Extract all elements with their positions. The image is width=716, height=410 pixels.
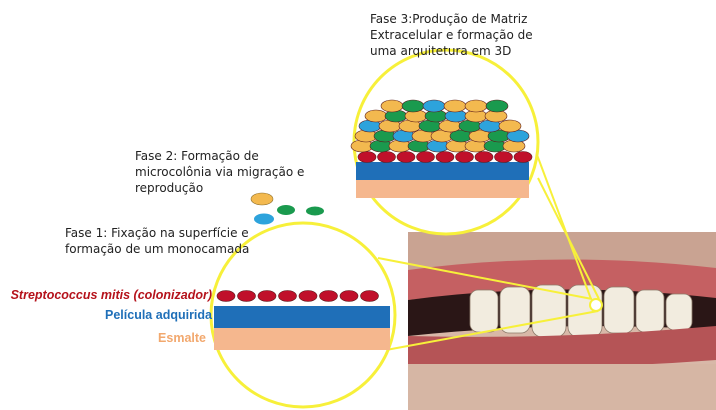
- phase2-cell-green-2: [306, 207, 324, 216]
- bacterium-cell: [340, 291, 358, 302]
- bacterium-cell: [495, 152, 513, 163]
- streptococcus-label: Streptococcus mitis (colonizador): [11, 288, 212, 302]
- matrix-cell: [444, 100, 466, 112]
- phase3-pelicula-layer: [356, 162, 529, 180]
- matrix-cell: [465, 100, 487, 112]
- phase2-label: Fase 2: Formação de microcolônia via mig…: [135, 148, 304, 196]
- matrix-cell: [381, 100, 403, 112]
- phase2-cell-blue: [254, 214, 274, 225]
- bacterium-cell: [217, 291, 235, 302]
- bacterium-cell: [320, 291, 338, 302]
- phase1-layers: [214, 306, 390, 350]
- bacterium-cell: [456, 152, 474, 163]
- bacterium-cell: [299, 291, 317, 302]
- matrix-cell: [486, 100, 508, 112]
- bacterium-cell: [514, 152, 532, 163]
- phase1-label: Fase 1: Fixação na superfície e formação…: [65, 225, 249, 257]
- bacterium-cell: [361, 291, 379, 302]
- phase3-esmalte-layer: [356, 180, 529, 198]
- phase1-pelicula-layer: [214, 306, 390, 328]
- mouth-photo: [408, 232, 716, 410]
- phase1-esmalte-layer: [214, 328, 390, 350]
- esmalte-label: Esmalte: [158, 331, 206, 345]
- phase3-layers: [356, 162, 529, 198]
- matrix-cell: [423, 100, 445, 112]
- phase2-cell-green-1: [277, 205, 295, 215]
- bacterium-cell: [397, 152, 415, 163]
- bacterium-cell: [417, 152, 435, 163]
- pelicula-label: Película adquirida: [105, 308, 212, 322]
- bacterium-cell: [436, 152, 454, 163]
- phase3-label: Fase 3:Produção de Matriz Extracelular e…: [370, 11, 533, 59]
- bacterium-cell: [378, 152, 396, 163]
- matrix-cell: [402, 100, 424, 112]
- bacterium-cell: [475, 152, 493, 163]
- matrix-cell: [499, 120, 521, 132]
- matrix-cell: [365, 110, 387, 122]
- bacterium-cell: [279, 291, 297, 302]
- phase2-cells: [251, 193, 324, 225]
- bacterium-cell: [258, 291, 276, 302]
- bacterium-cell: [238, 291, 256, 302]
- bacterium-cell: [358, 152, 376, 163]
